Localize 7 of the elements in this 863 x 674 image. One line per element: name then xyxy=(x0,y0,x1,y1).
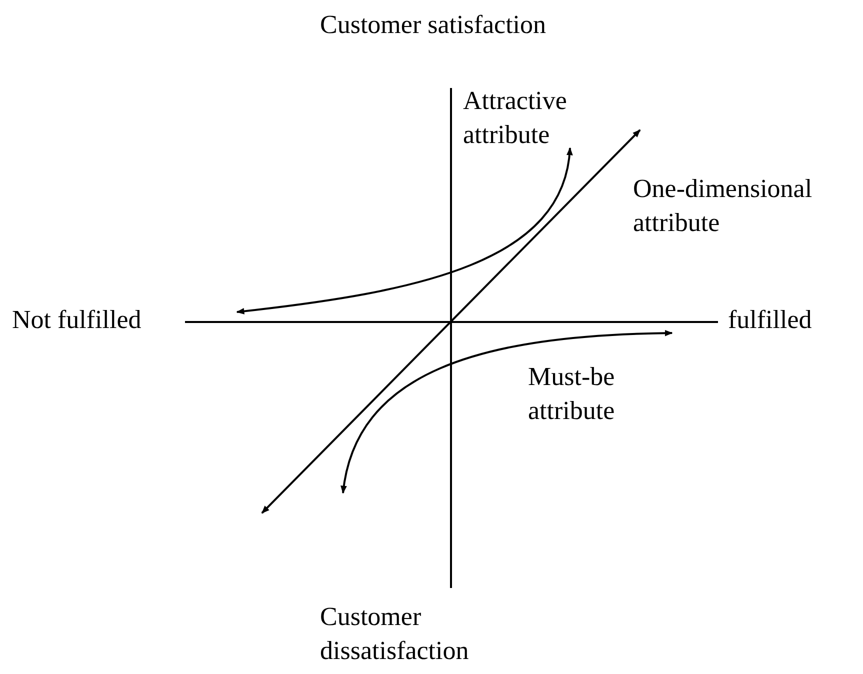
curve-label: Must-be attribute xyxy=(528,361,616,427)
curve-label: Attractive attribute xyxy=(463,85,568,151)
axis-label: Customer dissatisfaction xyxy=(320,601,470,667)
curve-label: One-dimensional attribute xyxy=(633,173,814,239)
axis-label: Not fulfilled xyxy=(12,304,142,336)
axis-label: Customer satisfaction xyxy=(320,9,548,41)
axis-label: fulfilled xyxy=(728,304,813,336)
